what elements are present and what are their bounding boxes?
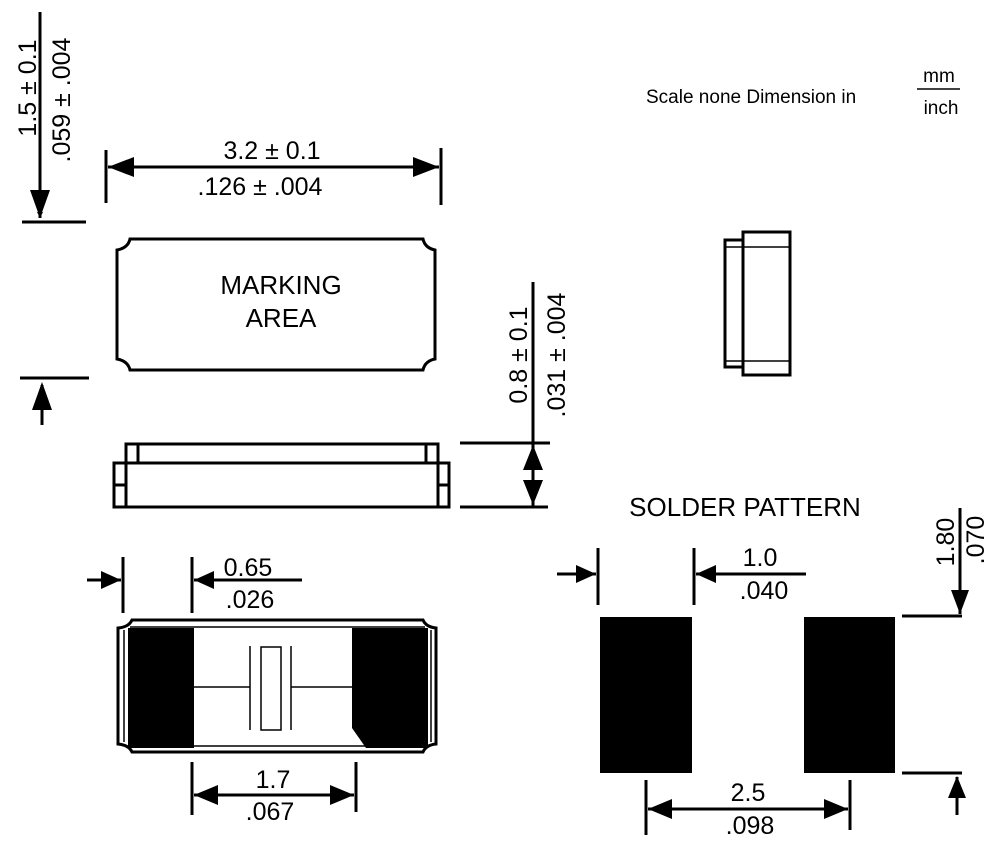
pad-width-mm: 1.0 <box>743 544 778 572</box>
package-outline <box>115 237 437 372</box>
scale-text: Scale none Dimension in <box>646 87 856 108</box>
pad-height-mm: 1.80 <box>932 518 960 567</box>
end-terminal <box>723 238 745 369</box>
end-body <box>741 230 792 377</box>
width-dimension: 3.2 ± 0.1 .126 ± .004 <box>104 137 443 205</box>
end-view <box>723 230 792 377</box>
pitch-inch: .098 <box>726 812 775 840</box>
arrowhead <box>824 799 848 819</box>
marking-text: MARKING <box>220 270 341 300</box>
arrowhead <box>194 785 218 805</box>
gap-dimension: 1.7 .067 <box>190 762 358 826</box>
solder-pad-right <box>804 617 895 773</box>
arrowhead <box>194 571 214 589</box>
gap-inch: .067 <box>246 798 295 826</box>
pad-width-inch: .040 <box>740 577 789 605</box>
crystal-symbol <box>260 646 282 731</box>
thickness-dimension: 0.8 ± 0.1 .031 ± .004 <box>460 282 571 509</box>
height-inch: .059 ± .004 <box>48 37 76 162</box>
thickness-mm: 0.8 ± 0.1 <box>505 306 533 403</box>
area-text: AREA <box>246 303 317 333</box>
arrowhead <box>948 776 966 798</box>
arrowhead <box>576 565 596 583</box>
arrowhead <box>101 571 121 589</box>
arrowhead <box>523 445 543 470</box>
unit-inch: inch <box>924 98 959 119</box>
arrowhead <box>30 190 50 218</box>
bottom-view <box>116 618 438 754</box>
arrowhead <box>413 157 439 177</box>
arrowhead <box>951 590 969 614</box>
arrowhead <box>648 799 672 819</box>
base <box>112 461 451 509</box>
top-view: MARKING AREA <box>115 237 437 372</box>
arrowhead <box>330 785 354 805</box>
arrowhead <box>32 382 52 410</box>
thickness-inch: .031 ± .004 <box>543 292 571 417</box>
pitch-mm: 2.5 <box>731 779 766 807</box>
solder-pad-left <box>600 617 692 773</box>
terminal-pad-right <box>352 628 428 748</box>
package-outline <box>116 618 438 754</box>
terminal-dimension: 0.65 .026 <box>87 554 302 614</box>
height-mm: 1.5 ± 0.1 <box>14 39 42 136</box>
solder-pattern: SOLDER PATTERN 1.0 .040 1.80 .070 2.5 .0… <box>557 492 990 840</box>
terminal-pad-left <box>128 628 194 748</box>
pad-height-inch: .070 <box>962 516 990 565</box>
height-dimension: 1.5 ± 0.1 .059 ± .004 <box>14 12 89 425</box>
solder-pattern-title: SOLDER PATTERN <box>629 492 861 522</box>
terminal-mm: 0.65 <box>224 554 273 582</box>
width-mm: 3.2 ± 0.1 <box>223 137 320 165</box>
gap-mm: 1.7 <box>256 766 291 794</box>
arrowhead <box>523 480 543 505</box>
lid <box>124 442 440 465</box>
arrowhead <box>108 157 134 177</box>
terminal-inch: .026 <box>226 586 275 614</box>
scale-note: Scale none Dimension in mm inch <box>646 66 960 119</box>
unit-mm: mm <box>923 66 955 87</box>
arrowhead <box>696 565 716 583</box>
width-inch: .126 ± .004 <box>198 173 323 201</box>
side-view <box>112 442 451 509</box>
